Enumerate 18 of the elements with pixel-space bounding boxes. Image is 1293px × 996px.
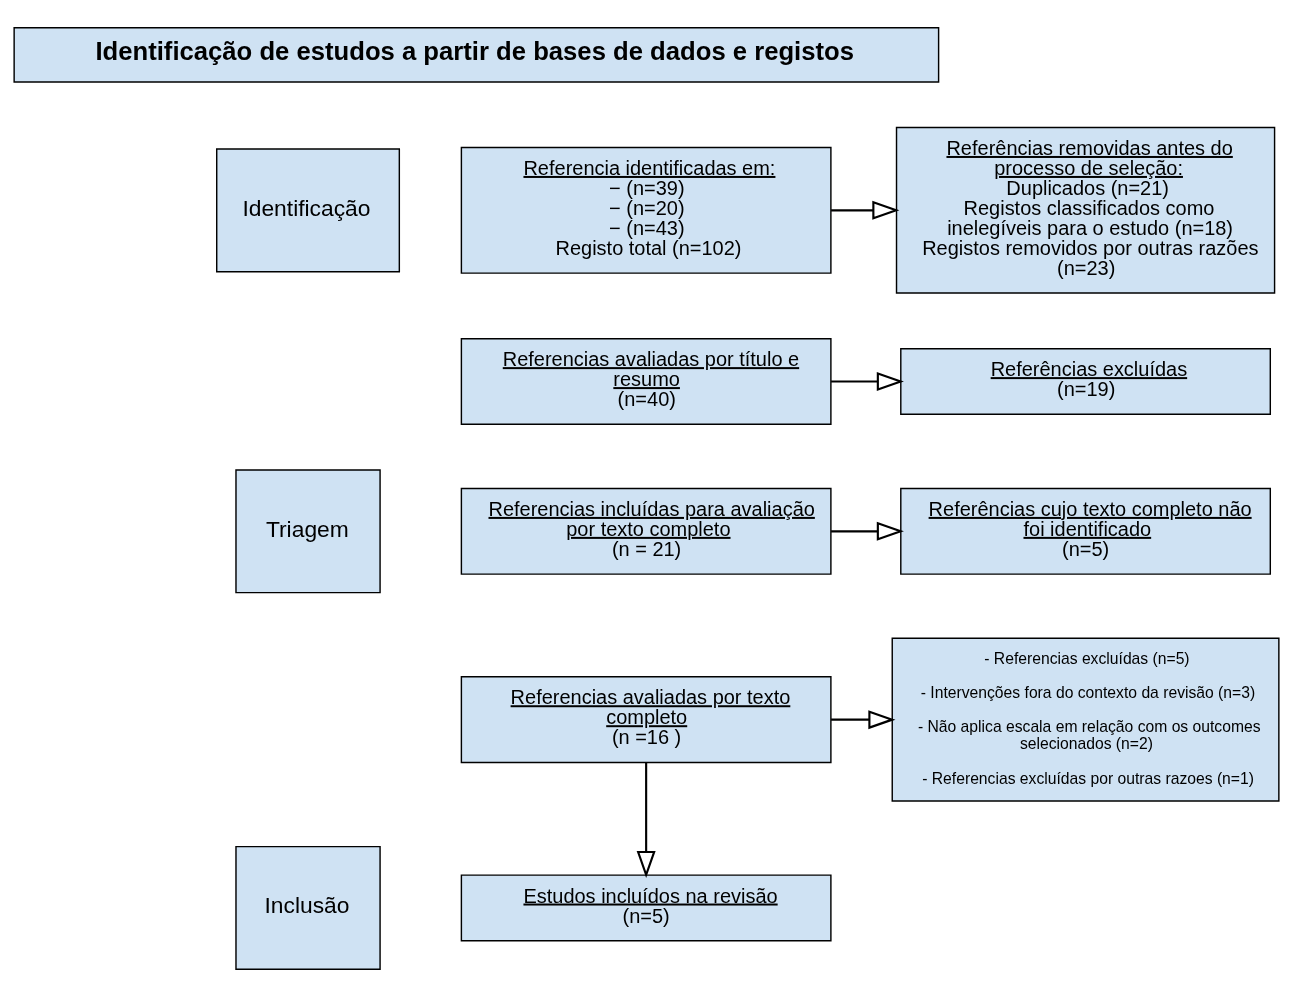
node-box: Identificação de estudos a partir de bases de dados e registos: [13, 26, 940, 83]
arrow: [831, 521, 904, 541]
node-box: Referências excluídas (n=19): [900, 347, 1271, 415]
node-box: Identificação: [216, 147, 401, 272]
arrow: [831, 200, 900, 220]
node-box: Referencias avaliadas por texto completo (n =16 ): [460, 675, 832, 763]
arrow: [636, 762, 656, 878]
node-box: Referencias avaliadas por título e resumo (n=40): [460, 337, 832, 425]
node-box: Estudos incluídos na revisão (n=5): [460, 873, 832, 941]
node-box: Triagem: [235, 468, 381, 593]
node-box: Inclusão: [235, 845, 381, 970]
node-box: Referências cujo texto completo não foi identificado (n=5): [900, 487, 1271, 575]
node-box: Referencia identificadas em: − (n=39) − (n=20) − (n=43) Registo total (n=102): [460, 146, 832, 274]
node-box: - Referencias excluídas (n=5) - Intervenções fora do contexto da revisão (n=3) - Não aplica escala em relação com os outcomes selecionados (n=2) - Referencias excluídas por outras razoes (n=1): [891, 637, 1280, 802]
arrow: [831, 371, 904, 391]
node-box: Referencias incluídas para avaliação por texto completo (n = 21): [460, 487, 832, 575]
node-box: Referências removidas antes do processo de seleção: Duplicados (n=21) Registos classificados como inelegíveis para o estudo (n=18) Registos removidos por outras razões (n=23): [895, 126, 1276, 294]
arrow: [831, 709, 896, 729]
